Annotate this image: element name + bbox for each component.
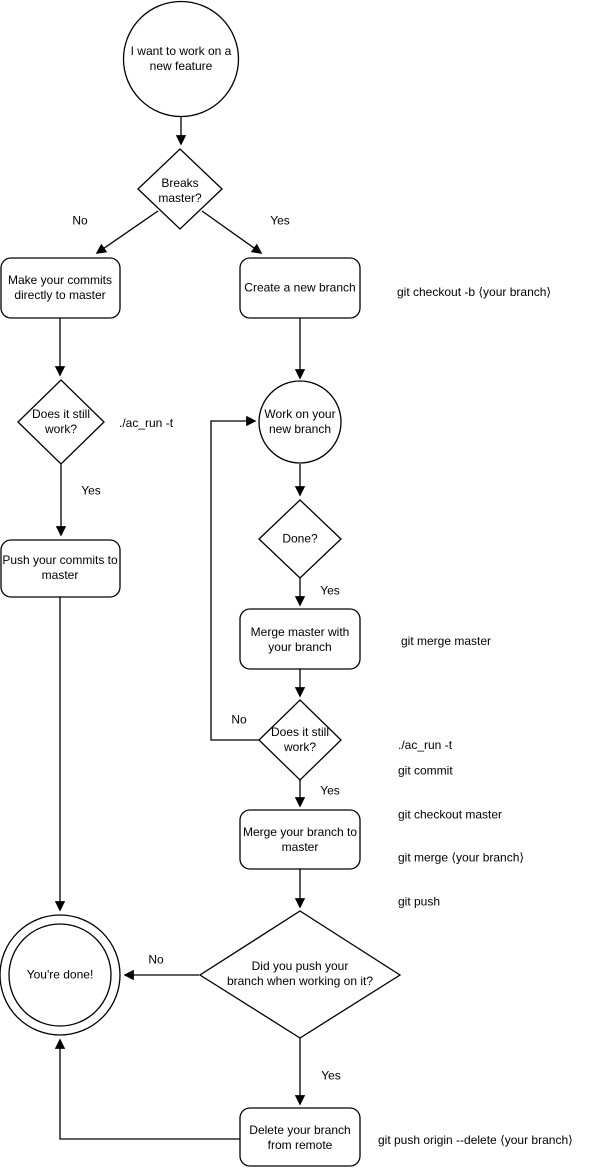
annotation-delete-remote: git push origin --delete ⟨your branch⟩	[378, 1132, 573, 1147]
node-youre-done-inner-shape	[8, 923, 112, 1027]
annotation-merge-sequence-line-2: git checkout master	[398, 807, 503, 821]
node-merge-master-shape	[239, 608, 361, 670]
edge-breaks-no	[95, 210, 159, 254]
node-work-branch-label: Work on your new branch	[264, 407, 336, 436]
node-did-push-label: Did you push your branch when working on…	[226, 959, 374, 988]
node-merge-master-label: Merge master with your branch	[250, 625, 350, 654]
node-breaks-master-shape	[137, 148, 223, 230]
node-create-branch-shape	[239, 257, 361, 319]
annotation-merge-sequence-line-4: git push	[398, 894, 441, 908]
node-start-shape	[122, 0, 240, 118]
annotation-ac-run-right: ./ac_run -t	[398, 737, 453, 752]
node-merge-branch-shape	[239, 809, 361, 870]
node-still-work-right-shape	[258, 699, 342, 781]
node-push-commits-shape	[0, 539, 121, 598]
node-work-branch-shape	[258, 380, 342, 464]
edge-label-still-left-yes: Yes	[81, 483, 101, 498]
node-delete-branch-shape	[239, 1107, 361, 1167]
node-breaks-master-label: Breaks master?	[158, 176, 202, 205]
node-create-branch-label: Create a new branch	[244, 280, 356, 295]
edge-delete-to-done-loop	[54, 1038, 240, 1140]
node-did-push-shape	[198, 910, 402, 1039]
annotation-merge-sequence-line-3: git merge ⟨your branch⟩	[398, 850, 525, 865]
flowchart-nodes	[0, 0, 402, 1167]
node-still-work-left-shape	[17, 379, 105, 465]
edge-label-breaks-yes: Yes	[270, 213, 290, 228]
node-still-work-right-label: Does it still work?	[270, 725, 330, 754]
node-push-commits-label: Push your commits to master	[2, 553, 118, 582]
edge-label-done-yes: Yes	[320, 583, 340, 598]
annotation-merge-master: git merge master	[401, 633, 492, 648]
annotation-checkout-branch: git checkout -b ⟨your branch⟩	[397, 284, 552, 299]
edge-label-did-push-no: No	[148, 952, 164, 967]
node-still-work-left-label: Does it still work?	[31, 407, 91, 436]
edge-label-did-push-yes: Yes	[321, 1068, 341, 1083]
node-done-label: Done?	[282, 531, 318, 546]
node-delete-branch-label: Delete your branch from remote	[249, 1123, 351, 1152]
edge-label-still-right-no: No	[231, 712, 247, 727]
node-done-shape	[258, 499, 342, 579]
annotation-merge-sequence: git commit git checkout master git merge…	[398, 735, 524, 938]
node-make-commits-label: Make your commits directly to master	[7, 273, 113, 302]
edge-label-still-right-yes: Yes	[320, 783, 340, 798]
annotation-ac-run-left: ./ac_run -t	[119, 415, 174, 430]
annotation-merge-sequence-line-1: git commit	[398, 763, 453, 778]
node-youre-done-label: You're done!	[26, 967, 94, 982]
node-merge-branch-label: Merge your branch to master	[242, 825, 358, 854]
flowchart-edges	[54, 117, 306, 1140]
edge-stillwork-no-loop	[210, 415, 259, 741]
edge-label-breaks-no: No	[72, 213, 88, 228]
edge-breaks-yes	[201, 210, 263, 254]
node-make-commits-shape	[0, 257, 121, 319]
node-start-label: I want to work on a new feature	[130, 44, 232, 73]
